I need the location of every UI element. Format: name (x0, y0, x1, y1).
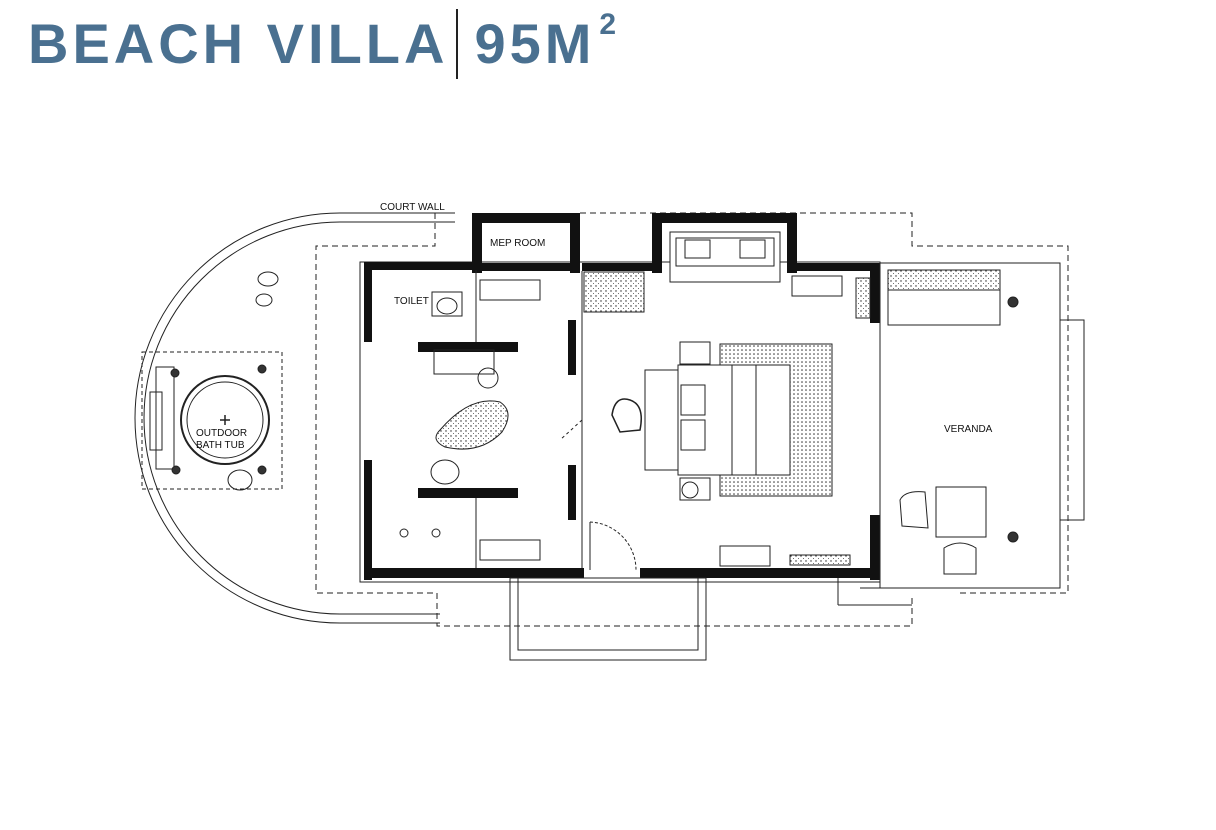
outdoor-label-2: BATH TUB (196, 440, 245, 451)
court-wall (134, 212, 1069, 627)
bedroom-furniture (583, 231, 871, 567)
veranda-label: VERANDA (944, 424, 993, 435)
mep-room-label: MEP ROOM (490, 238, 545, 249)
outdoor-bathtub (141, 271, 283, 491)
toilet-label: TOILET (394, 296, 429, 307)
area-superscript: 2 (599, 8, 617, 41)
court-wall-label: COURT WALL (380, 202, 445, 213)
veranda (837, 262, 1085, 606)
villa-name: BEACH VILLA (28, 12, 449, 75)
interior-lines (399, 270, 637, 571)
basin-island (435, 400, 509, 450)
area-value: 95M (474, 12, 596, 75)
outdoor-label-1: OUTDOOR (196, 428, 247, 439)
front-steps (509, 577, 707, 661)
title-divider (456, 9, 459, 79)
